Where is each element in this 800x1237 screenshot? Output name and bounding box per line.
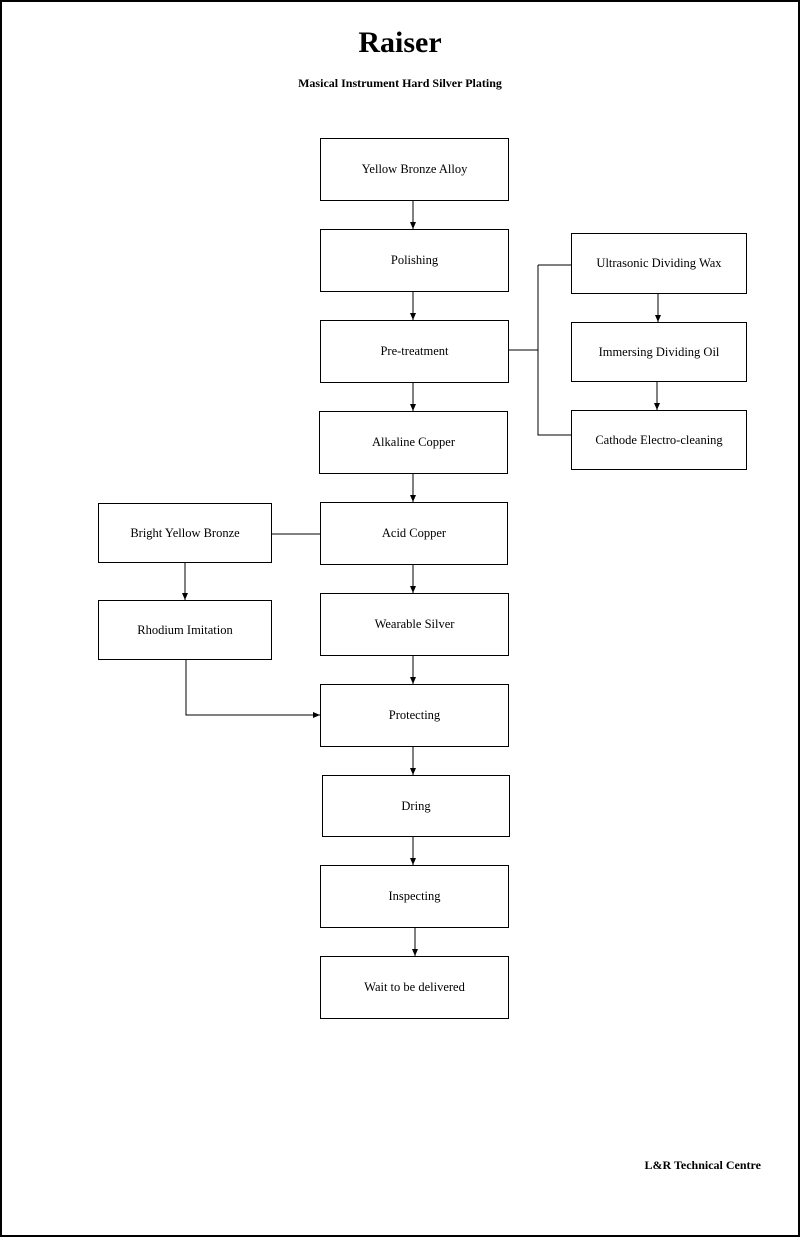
node-cathode-electro-cleaning: Cathode Electro-cleaning <box>571 410 747 470</box>
node-yellow-bronze-alloy: Yellow Bronze Alloy <box>320 138 509 201</box>
node-wearable-silver: Wearable Silver <box>320 593 509 656</box>
node-rhodium-imitation: Rhodium Imitation <box>98 600 272 660</box>
footer-organization: L&R Technical Centre <box>644 1158 761 1172</box>
node-pre-treatment: Pre-treatment <box>320 320 509 383</box>
edge-rhodium-protecting <box>185 660 320 718</box>
node-alkaline-copper: Alkaline Copper <box>319 411 508 474</box>
node-dring: Dring <box>322 775 510 837</box>
node-protecting: Protecting <box>320 684 509 747</box>
edge-branch-ultrasonic <box>537 265 571 436</box>
node-ultrasonic-dividing-wax: Ultrasonic Dividing Wax <box>571 233 747 294</box>
node-acid-copper: Acid Copper <box>320 502 508 565</box>
node-polishing: Polishing <box>320 229 509 292</box>
node-bright-yellow-bronze: Bright Yellow Bronze <box>98 503 272 563</box>
page-subtitle: Masical Instrument Hard Silver Plating <box>298 76 502 90</box>
node-inspecting: Inspecting <box>320 865 509 928</box>
node-wait-to-be-delivered: Wait to be delivered <box>320 956 509 1019</box>
node-immersing-dividing-oil: Immersing Dividing Oil <box>571 322 747 382</box>
page-title: Raiser <box>358 26 442 59</box>
